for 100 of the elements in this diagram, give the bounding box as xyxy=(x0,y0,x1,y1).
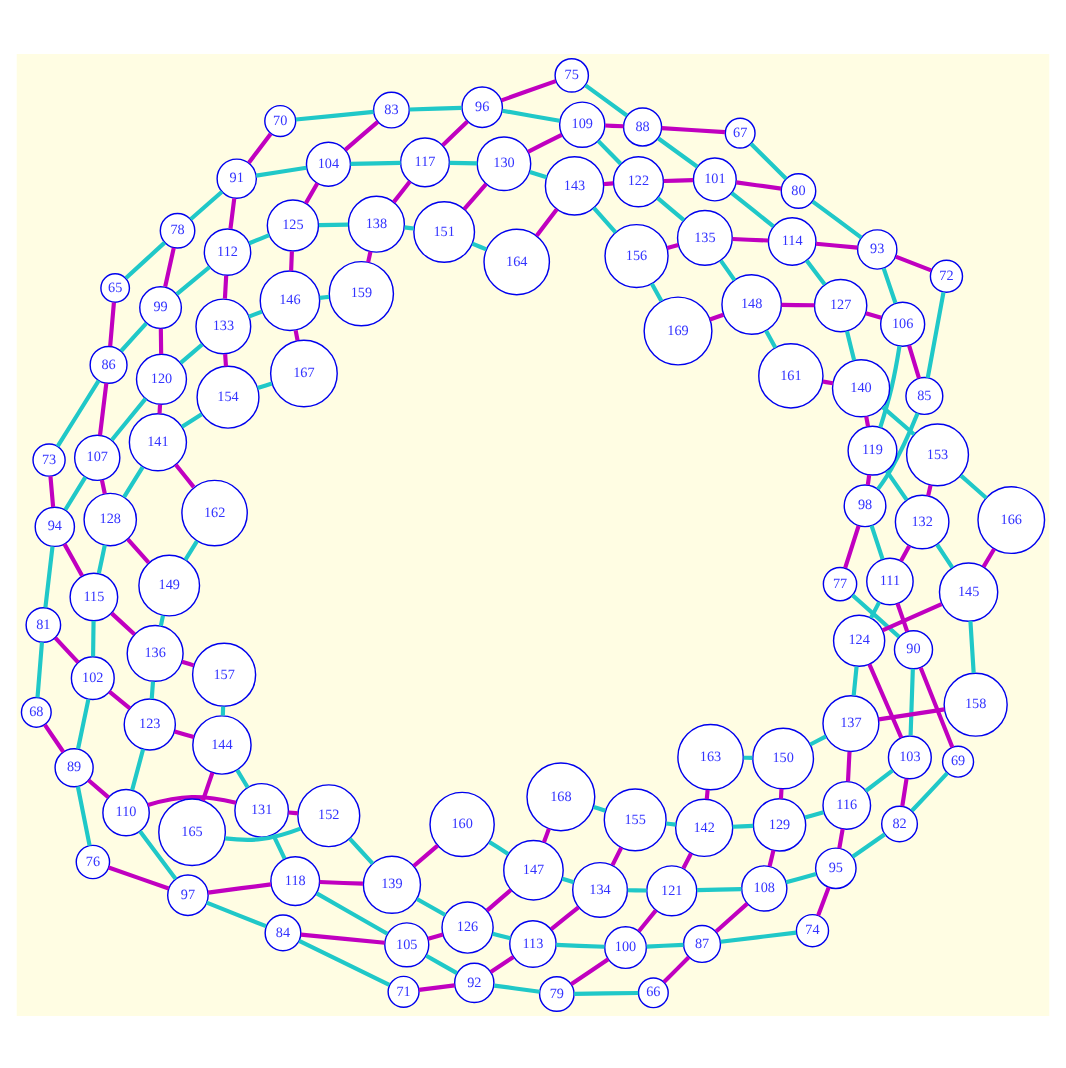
connector xyxy=(650,281,664,301)
connector xyxy=(550,904,580,930)
connector xyxy=(319,293,330,299)
connector xyxy=(130,747,146,790)
connector xyxy=(319,878,363,885)
connector xyxy=(163,246,176,287)
connector xyxy=(255,164,307,177)
connector xyxy=(175,264,211,295)
connector xyxy=(295,108,374,121)
connector xyxy=(561,875,575,884)
connector xyxy=(869,600,882,618)
connector xyxy=(720,929,797,943)
connector xyxy=(968,620,976,673)
connector xyxy=(878,706,945,721)
connector xyxy=(415,896,447,916)
connector xyxy=(959,473,988,499)
connector xyxy=(556,941,605,948)
connector xyxy=(681,851,693,869)
connector xyxy=(662,954,691,983)
connector xyxy=(895,253,932,272)
connector xyxy=(315,890,389,935)
connector xyxy=(778,787,784,798)
connector xyxy=(224,825,302,841)
connector xyxy=(714,901,749,932)
connector xyxy=(449,159,478,165)
connector xyxy=(108,689,132,709)
connector xyxy=(138,829,178,880)
connector xyxy=(248,308,263,318)
connector xyxy=(91,620,96,656)
connector xyxy=(743,754,753,759)
connector xyxy=(222,274,229,298)
connector xyxy=(147,793,237,806)
connector xyxy=(392,179,412,203)
connector xyxy=(605,122,624,128)
connector xyxy=(804,258,827,285)
connector xyxy=(348,836,375,865)
connector xyxy=(441,118,469,146)
connector xyxy=(881,404,916,436)
connector xyxy=(867,662,904,738)
connector xyxy=(584,82,629,117)
connector xyxy=(666,820,676,826)
connector xyxy=(709,311,725,321)
connector xyxy=(288,809,299,815)
connector xyxy=(881,601,943,632)
connector xyxy=(126,536,151,563)
connector xyxy=(76,697,91,749)
connector xyxy=(925,290,946,378)
connector xyxy=(864,767,894,792)
connector xyxy=(180,411,203,428)
connector xyxy=(485,887,513,912)
connector xyxy=(749,141,788,180)
connector xyxy=(845,750,852,781)
connector xyxy=(603,180,614,186)
connector xyxy=(574,989,639,995)
connector xyxy=(811,198,863,239)
connector xyxy=(865,310,882,319)
connector xyxy=(418,982,455,991)
connector xyxy=(183,539,199,560)
connector xyxy=(62,542,84,576)
connector xyxy=(43,545,55,607)
connector xyxy=(488,839,510,855)
connector xyxy=(918,665,955,748)
connector xyxy=(732,235,769,242)
connector xyxy=(223,352,229,366)
connector xyxy=(926,483,933,496)
connector xyxy=(843,524,861,568)
connector xyxy=(256,380,273,389)
connector xyxy=(489,954,515,973)
connector xyxy=(935,542,955,568)
connector xyxy=(174,728,195,738)
connector xyxy=(730,190,775,228)
connector xyxy=(181,658,195,667)
connector xyxy=(158,327,164,354)
connector xyxy=(851,665,859,695)
connector xyxy=(48,475,56,507)
connector xyxy=(502,107,560,122)
connector xyxy=(235,768,250,788)
connector xyxy=(627,887,647,892)
connector xyxy=(596,138,623,165)
connector xyxy=(87,777,110,798)
connector xyxy=(500,78,557,102)
connector xyxy=(593,804,606,812)
connector xyxy=(107,864,170,890)
connector xyxy=(878,344,902,427)
connector xyxy=(247,131,273,163)
connector xyxy=(885,469,909,501)
connector xyxy=(592,205,618,233)
connector xyxy=(865,473,872,485)
connector xyxy=(851,831,887,858)
connector xyxy=(781,301,815,307)
connector xyxy=(343,119,380,151)
connector xyxy=(97,382,109,435)
connector xyxy=(851,592,901,638)
connector xyxy=(189,189,224,220)
connector xyxy=(289,250,294,270)
connector xyxy=(895,601,910,632)
connector xyxy=(704,788,710,799)
connector xyxy=(535,206,559,236)
connector xyxy=(298,937,391,986)
connector xyxy=(96,543,107,573)
